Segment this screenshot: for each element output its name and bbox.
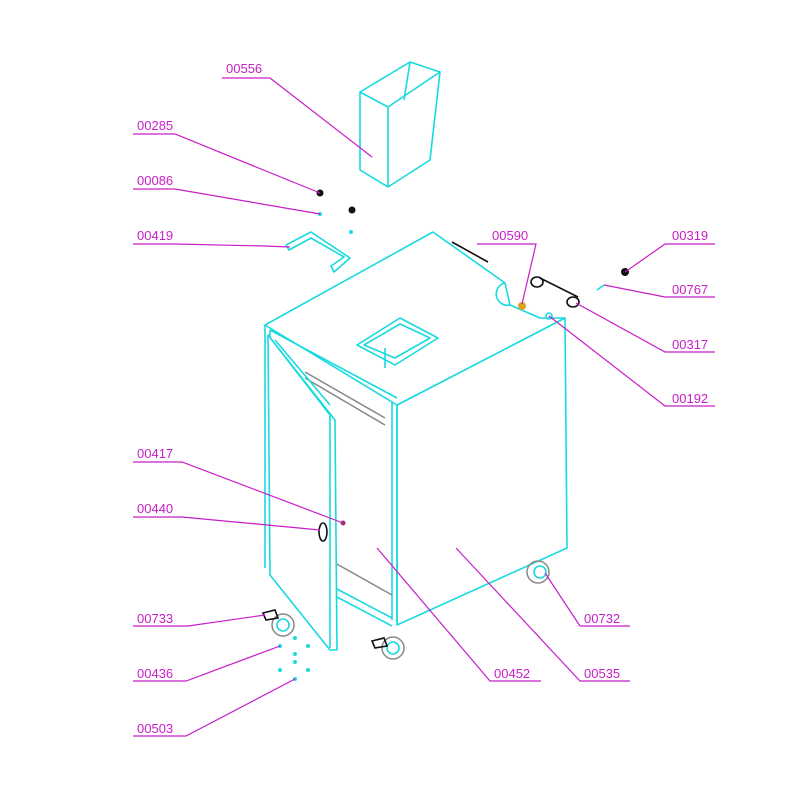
handle-part-shape	[539, 277, 579, 298]
callout-00440[interactable]: 00440	[133, 501, 321, 531]
caster-rear-right-shape	[526, 560, 550, 584]
callout-00452[interactable]: 00452	[376, 547, 541, 682]
callout-00285-shape	[133, 133, 321, 194]
cabinet-part-shape	[495, 282, 511, 307]
callout-00419-shape	[133, 243, 291, 248]
callout-00535-shape: 00535	[584, 666, 620, 681]
cabinet-part-shape	[264, 231, 566, 406]
callout-00317-shape: 00317	[672, 337, 708, 352]
callout-00285-shape: 00285	[137, 118, 173, 133]
cabinet-part-shape	[334, 595, 393, 627]
bracket-part	[285, 231, 351, 273]
bolt-set-icon-shape	[306, 668, 310, 672]
callout-00767[interactable]: 00767	[603, 282, 715, 298]
cabinet-part	[264, 231, 568, 651]
cabinet-part-shape	[267, 334, 331, 416]
caster-front-left-shape	[271, 613, 295, 637]
callout-00590[interactable]: 00590	[477, 228, 537, 305]
callout-00419-shape: 00419	[137, 228, 173, 243]
caster-front-right-shape	[386, 641, 400, 655]
callout-00590-shape	[477, 243, 537, 305]
callout-00419[interactable]: 00419	[133, 228, 291, 248]
cabinet-part-shape	[269, 329, 398, 399]
handle-part	[530, 276, 580, 308]
callout-00503[interactable]: 00503	[133, 678, 296, 737]
callout-00767-shape: 00767	[672, 282, 708, 297]
callout-00317[interactable]: 00317	[575, 302, 715, 353]
callout-00192-shape	[548, 315, 715, 407]
bolt-set-icon-shape	[278, 668, 282, 672]
cabinet-part-shape	[356, 317, 439, 366]
cabinet-part-shape	[274, 339, 331, 406]
cabinet-part-shape	[304, 377, 386, 426]
callout-00503-shape	[133, 678, 296, 737]
callout-00086[interactable]: 00086	[133, 173, 321, 215]
bolt-set-icon-shape	[306, 644, 310, 648]
latch-icon	[318, 522, 328, 542]
bolt-set-icon-shape	[293, 652, 297, 656]
handle-part-shape	[530, 276, 544, 288]
callout-00317-shape	[575, 302, 715, 353]
bolt-set-icon	[278, 636, 310, 681]
caster-rear-right-shape	[533, 565, 547, 579]
callout-00436[interactable]: 00436	[133, 645, 281, 682]
caster-rear-right	[526, 560, 550, 584]
callout-00319-shape	[624, 243, 715, 273]
caster-front-right-shape	[381, 636, 405, 660]
callout-00417[interactable]: 00417	[133, 446, 344, 524]
bin-part-shape	[403, 61, 411, 101]
caster-front-right-shape	[370, 637, 389, 649]
cabinet-part-shape	[334, 562, 393, 596]
callout-00535-shape	[455, 547, 630, 682]
bolt-set-icon-shape	[293, 660, 297, 664]
caster-front-right	[370, 636, 405, 660]
caster-front-left-shape	[276, 618, 290, 632]
bin-part	[359, 61, 441, 188]
callout-00535[interactable]: 00535	[455, 547, 630, 682]
caster-front-left-shape	[261, 609, 280, 621]
callout-00440-shape	[133, 516, 321, 531]
washer-icon	[349, 230, 353, 234]
hinge-highlight-icon	[518, 302, 526, 310]
callout-00452-shape	[376, 547, 541, 682]
callout-00319[interactable]: 00319	[624, 228, 715, 273]
callout-00732-shape: 00732	[584, 611, 620, 626]
callout-00733-shape	[133, 614, 266, 627]
cabinet-part-shape	[451, 241, 489, 263]
callout-00192[interactable]: 00192	[548, 315, 715, 407]
handle-part-shape	[566, 296, 580, 308]
callout-00417-shape	[133, 461, 344, 524]
callout-00556-shape: 00556	[226, 61, 262, 76]
cabinet-part-shape	[334, 587, 393, 619]
bin-part-shape	[387, 71, 441, 108]
callout-00086-shape: 00086	[137, 173, 173, 188]
callout-00192-shape: 00192	[672, 391, 708, 406]
cabinet-part-shape	[304, 371, 386, 419]
callout-00590-shape: 00590	[492, 228, 528, 243]
cabinet-part-shape	[545, 312, 553, 320]
bolt-set-icon-shape	[293, 636, 297, 640]
callout-00452-shape: 00452	[494, 666, 530, 681]
callout-00556[interactable]: 00556	[222, 61, 373, 158]
callout-00417-shape: 00417	[137, 446, 173, 461]
callout-00436-shape: 00436	[137, 666, 173, 681]
nut-icon	[348, 206, 356, 214]
callout-00732-shape	[544, 572, 630, 627]
callout-00733-shape: 00733	[137, 611, 173, 626]
callout-00732[interactable]: 00732	[544, 572, 630, 627]
callout-00285[interactable]: 00285	[133, 118, 321, 194]
callout-00319-shape: 00319	[672, 228, 708, 243]
callout-00503-shape: 00503	[137, 721, 173, 736]
callout-00767-shape	[603, 284, 715, 298]
diagram-canvas-shape	[596, 284, 605, 291]
cabinet-part-shape	[267, 334, 338, 651]
callout-00436-shape	[133, 645, 281, 682]
callout-00440-shape: 00440	[137, 501, 173, 516]
callout-00733[interactable]: 00733	[133, 611, 266, 627]
callout-00556-shape	[222, 77, 373, 158]
caster-front-left	[261, 609, 295, 637]
callout-00086-shape	[133, 188, 321, 215]
